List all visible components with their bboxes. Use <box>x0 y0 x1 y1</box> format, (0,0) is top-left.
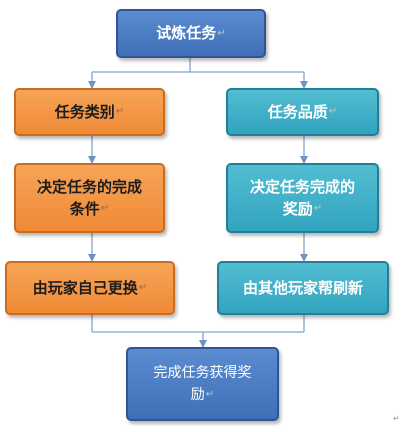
paragraph-mark-icon: ↵ <box>205 389 215 400</box>
node-completion-reward: 决定任务完成的 奖励↵ <box>226 163 379 233</box>
node-player-replace-label: 由玩家自己更换 <box>32 278 138 297</box>
paragraph-mark-icon: ↵ <box>328 106 338 118</box>
paragraph-mark-icon: ↵ <box>313 203 323 215</box>
paragraph-mark-icon: ↵ <box>138 282 148 294</box>
node-completion-reward-line2: 奖励 <box>282 199 313 218</box>
node-complete-reward-line1: 完成任务获得奖 <box>153 365 252 381</box>
node-task-category-label: 任务类别 <box>54 102 115 121</box>
paragraph-mark-icon: ↵ <box>217 27 226 39</box>
node-completion-condition-line2: 条件 <box>69 199 100 218</box>
node-completion-reward-line1: 决定任务完成的 <box>249 177 355 196</box>
node-task-category: 任务类别↵ <box>14 88 165 136</box>
node-complete-reward-line2: 励 <box>190 387 205 403</box>
node-others-refresh: 由其他玩家帮刷新 <box>217 261 389 315</box>
node-complete-reward: 完成任务获得奖 励↵ <box>126 347 279 421</box>
node-player-replace: 由玩家自己更换↵ <box>5 261 175 315</box>
paragraph-mark-icon: ↵ <box>115 106 125 118</box>
node-task-quality-label: 任务品质 <box>267 102 328 121</box>
node-completion-condition: 决定任务的完成 条件↵ <box>14 163 165 233</box>
paragraph-mark-icon: ↵ <box>100 203 110 215</box>
node-trial-task-label: 试炼任务 <box>156 24 217 43</box>
node-trial-task: 试炼任务↵ <box>116 9 266 58</box>
node-completion-condition-line1: 决定任务的完成 <box>36 177 142 196</box>
corner-paragraph-mark-icon: ↵ <box>393 414 400 423</box>
node-others-refresh-label: 由其他玩家帮刷新 <box>242 279 363 297</box>
node-task-quality: 任务品质↵ <box>226 88 379 136</box>
